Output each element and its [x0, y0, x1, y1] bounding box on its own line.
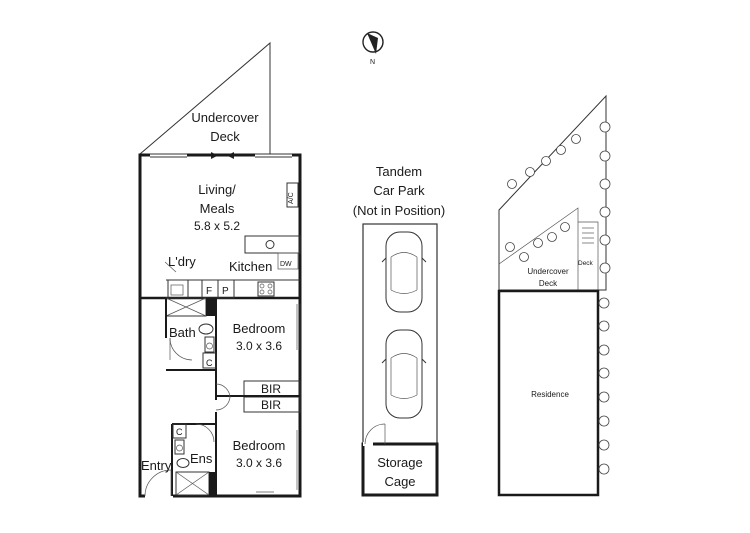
small-deck-outline — [578, 221, 599, 290]
tree-icon — [599, 206, 611, 218]
tree-icon — [525, 167, 535, 177]
pantry — [217, 279, 235, 299]
basin-1-icon — [198, 323, 214, 335]
north-arrow-icon — [367, 33, 378, 54]
wall-pillar-1 — [206, 298, 216, 316]
ensuite-label: Ens — [190, 451, 213, 466]
tree-icon — [541, 156, 551, 166]
toilet-2-icon — [174, 439, 185, 455]
entry-door-swing — [144, 469, 172, 497]
storage-label-line1: Storage — [377, 455, 423, 470]
compass: N — [362, 31, 384, 66]
tree-icon — [599, 234, 611, 246]
site-deck-label-line1: Undercover — [527, 267, 569, 276]
carpark-title-line3: (Not in Position) — [353, 203, 445, 218]
tree-icon — [556, 145, 566, 155]
ac-unit — [286, 182, 299, 208]
washer-icon — [170, 284, 184, 296]
compass-north-label: N — [370, 59, 375, 66]
cage-door-swing — [364, 423, 386, 445]
fridge-label: F — [206, 286, 212, 297]
tree-icon — [598, 297, 610, 309]
bedroom2-label: Bedroom — [233, 438, 286, 453]
tree-icon — [598, 367, 610, 379]
bir1-label: BIR — [261, 382, 281, 396]
cooktop-icon — [257, 281, 275, 297]
tree-icon — [598, 391, 610, 403]
bedroom2-size: 3.0 x 3.6 — [236, 456, 282, 470]
cupboard1-label: C — [206, 358, 213, 368]
laundry-door-swing — [164, 261, 177, 273]
storage-cage — [361, 442, 439, 497]
tree-icon — [598, 320, 610, 332]
tree-icon — [560, 222, 570, 232]
tree-icon — [519, 252, 529, 262]
tree-icon — [598, 415, 610, 427]
tree-icon — [571, 134, 581, 144]
dishwasher — [277, 252, 299, 270]
cupboard2-label: C — [176, 427, 183, 437]
site-small-deck-label: Deck — [578, 260, 594, 267]
tree-icon — [533, 238, 543, 248]
bedroom1-size: 3.0 x 3.6 — [236, 339, 282, 353]
dishwasher-label: DW — [280, 261, 292, 268]
living-size: 5.8 x 5.2 — [194, 219, 240, 233]
carpark-title-line1: Tandem — [376, 164, 422, 179]
tree-icon — [598, 463, 610, 475]
site-plan: Residence Undercover Deck Deck — [497, 94, 611, 497]
tree-icon — [598, 439, 610, 451]
pantry-label: P — [222, 286, 229, 297]
kitchen-label: Kitchen — [229, 259, 272, 274]
wall-pillar-2 — [209, 472, 216, 496]
cupboard-2 — [172, 423, 187, 439]
tree-icon — [599, 150, 611, 162]
cupboard-1 — [202, 352, 217, 369]
deck-label-line1: Undercover — [191, 110, 259, 125]
ac-label: A/C — [288, 192, 295, 204]
bed2-door-swing — [215, 395, 231, 411]
tree-icon — [598, 344, 610, 356]
left-wall — [138, 153, 150, 498]
carpark-title-line2: Car Park — [373, 183, 425, 198]
tree-icon — [599, 178, 611, 190]
tree-icon — [599, 121, 611, 133]
storage-label-line2: Cage — [384, 474, 415, 489]
sink-icon — [265, 240, 275, 249]
bedroom1-label: Bedroom — [233, 321, 286, 336]
car-1-icon — [381, 231, 427, 313]
residence-outline — [497, 289, 600, 497]
residence-label: Residence — [531, 390, 569, 399]
site-boundary-top — [498, 94, 607, 291]
tree-icon — [599, 262, 611, 274]
bir2-label: BIR — [261, 398, 281, 412]
tree-icon — [505, 242, 515, 252]
basin-2-icon — [176, 458, 190, 468]
laundry-label: L'dry — [168, 254, 196, 269]
apartment-plan: Undercover Deck Living/ Meals 5.8 x 5.2 … — [138, 41, 302, 498]
kitchen-island — [244, 235, 301, 254]
bath-door-swing — [169, 337, 193, 361]
entry-label: Entry — [141, 458, 172, 473]
car-2-icon — [381, 329, 427, 419]
site-deck-label-line2: Deck — [539, 279, 558, 288]
toilet-1-icon — [204, 336, 215, 353]
trees — [505, 121, 611, 475]
deck-label-line2: Deck — [210, 129, 240, 144]
tree-icon — [507, 179, 517, 189]
ens-door-swing — [195, 423, 215, 443]
deck-outline — [139, 41, 271, 155]
tree-icon — [547, 232, 557, 242]
living-label-line1: Living/ — [198, 182, 236, 197]
upper-deck-edge — [498, 207, 579, 290]
deck-steps — [582, 227, 594, 244]
car-park-plan: Tandem Car Park (Not in Position) Storag… — [353, 164, 445, 497]
bath-label: Bath — [169, 325, 196, 340]
living-label-line2: Meals — [200, 201, 235, 216]
